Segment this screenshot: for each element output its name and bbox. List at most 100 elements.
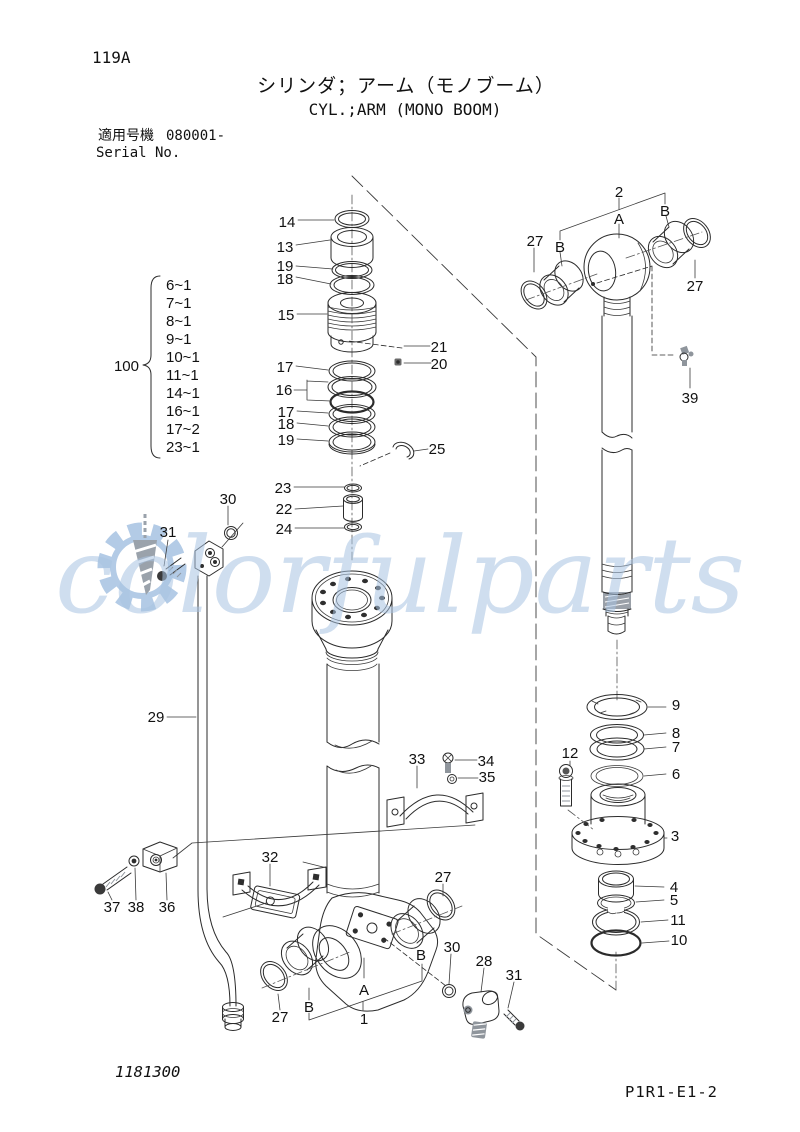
guide-bush-parts xyxy=(293,483,363,532)
drawing-code: P1R1-E1-2 xyxy=(625,1083,718,1101)
callout-35: 35 xyxy=(479,769,496,786)
callout-21: 21 xyxy=(431,339,448,356)
callout-a-bottom: A xyxy=(359,982,369,999)
callout-14: 14 xyxy=(279,214,296,231)
callout-b-top-left: B xyxy=(555,239,565,256)
group-item: 6~1 xyxy=(166,277,191,294)
callout-36: 36 xyxy=(159,899,176,916)
callout-34: 34 xyxy=(478,753,495,770)
cylinder-tube xyxy=(311,570,393,898)
cylinder-gland-3 xyxy=(571,783,668,865)
rod-head-seal-stack xyxy=(295,194,432,561)
callout-9: 9 xyxy=(672,697,680,714)
bottom-right-bushing-group xyxy=(383,883,463,987)
group-item: 14~1 xyxy=(166,385,200,402)
page-title-en: CYL.;ARM (MONO BOOM) xyxy=(309,100,502,119)
callout-33: 33 xyxy=(409,751,426,768)
header: 119A シリンダ；アーム（モノブーム） CYL.;ARM (MONO BOOM… xyxy=(92,48,555,161)
callout-15: 15 xyxy=(278,307,295,324)
footer: 1181300 P1R1-E1-2 xyxy=(115,1063,718,1101)
callout-37: 37 xyxy=(104,899,121,916)
callout-31-left: 31 xyxy=(160,524,177,541)
callout-20: 20 xyxy=(431,356,448,373)
callout-labels: 14 13 19 18 15 21 20 17 16 17 18 19 25 2… xyxy=(104,184,704,1028)
callout-27-bottom: 27 xyxy=(272,1009,289,1026)
rod-assembly xyxy=(520,192,711,701)
watermark-text: colorfulparts xyxy=(55,515,745,637)
callout-4: 4 xyxy=(670,879,678,896)
page-code: 119A xyxy=(92,48,131,67)
callout-39: 39 xyxy=(682,390,699,407)
callout-30-left: 30 xyxy=(220,491,237,508)
port-plate xyxy=(345,905,399,950)
callout-18: 18 xyxy=(277,271,294,288)
gland-bolt-12 xyxy=(558,760,595,831)
page-title-jp: シリンダ；アーム（モノブーム） xyxy=(257,74,555,97)
callout-8: 8 xyxy=(672,725,680,742)
callout-38: 38 xyxy=(128,899,145,916)
clamp-band-32 xyxy=(222,861,328,919)
callout-13: 13 xyxy=(277,239,294,256)
watermark-gear-icon xyxy=(97,514,187,612)
callout-a-top: A xyxy=(614,211,624,228)
callout-25: 25 xyxy=(429,441,446,458)
callout-23: 23 xyxy=(275,480,292,497)
piston-parts xyxy=(590,870,670,957)
group-item: 11~1 xyxy=(166,367,199,384)
callout-11: 11 xyxy=(670,912,686,929)
callout-19: 19 xyxy=(277,258,294,275)
section-divider-lines xyxy=(351,175,617,991)
mount-block-group xyxy=(94,841,178,901)
callout-b-top-right: B xyxy=(660,203,670,220)
callout-3: 3 xyxy=(671,828,679,845)
callout-1: 1 xyxy=(360,1011,368,1028)
elbow-oring-30 xyxy=(221,505,244,548)
group-item: 9~1 xyxy=(166,331,191,348)
serial-value: 080001- xyxy=(166,128,225,144)
elbow-bolt-31 xyxy=(157,539,186,581)
serial-label-jp: 適用号機 xyxy=(98,127,154,143)
gland-seal-stack xyxy=(558,694,668,865)
callout-16: 16 xyxy=(276,382,293,399)
callout-24: 24 xyxy=(276,521,293,538)
callout-17b: 17 xyxy=(278,404,295,421)
callout-2: 2 xyxy=(615,184,623,201)
bottom-port-fitting-group xyxy=(442,953,525,1039)
bolt-37 xyxy=(94,866,132,895)
bottom-left-bushing-group xyxy=(260,926,351,1011)
doc-number: 1181300 xyxy=(115,1063,180,1081)
callout-30-bottom: 30 xyxy=(444,939,461,956)
callout-28: 28 xyxy=(476,953,493,970)
group-item: 23~1 xyxy=(166,439,200,456)
group-item: 10~1 xyxy=(166,349,200,366)
callout-27-mid: 27 xyxy=(435,869,452,886)
group-item: 17~2 xyxy=(166,421,200,438)
serial-label-en: Serial No. xyxy=(96,145,180,161)
callout-27-top-left: 27 xyxy=(527,233,544,250)
callout-31-bottom: 31 xyxy=(506,967,523,984)
callout-b-bottom-left: B xyxy=(304,999,314,1016)
piston-rod-ring-stack xyxy=(293,360,429,467)
callout-b-bottom-right: B xyxy=(416,947,426,964)
flange-bolt-holes xyxy=(320,576,385,620)
callout-18b: 18 xyxy=(278,416,295,433)
callout-22: 22 xyxy=(276,501,293,518)
callout-29: 29 xyxy=(148,709,165,726)
group-item: 8~1 xyxy=(166,313,191,330)
callout-27-top-right: 27 xyxy=(687,278,704,295)
pipe-assembly-29 xyxy=(157,505,244,1031)
assembly-group-list: 100 6~1 7~1 8~1 9~1 10~1 11~1 14~1 16~1 … xyxy=(114,275,200,459)
grease-fitting-39 xyxy=(679,345,694,389)
group-number: 100 xyxy=(114,358,139,375)
callout-7: 7 xyxy=(672,739,680,756)
callout-10: 10 xyxy=(671,932,688,949)
callout-5: 5 xyxy=(670,892,678,909)
callout-6: 6 xyxy=(672,766,680,783)
clamp-nut-35 xyxy=(447,774,479,784)
callout-17: 17 xyxy=(277,359,294,376)
clamp-screw-34 xyxy=(442,752,478,773)
clamp-band-33 xyxy=(172,752,484,859)
callout-32: 32 xyxy=(262,849,279,866)
